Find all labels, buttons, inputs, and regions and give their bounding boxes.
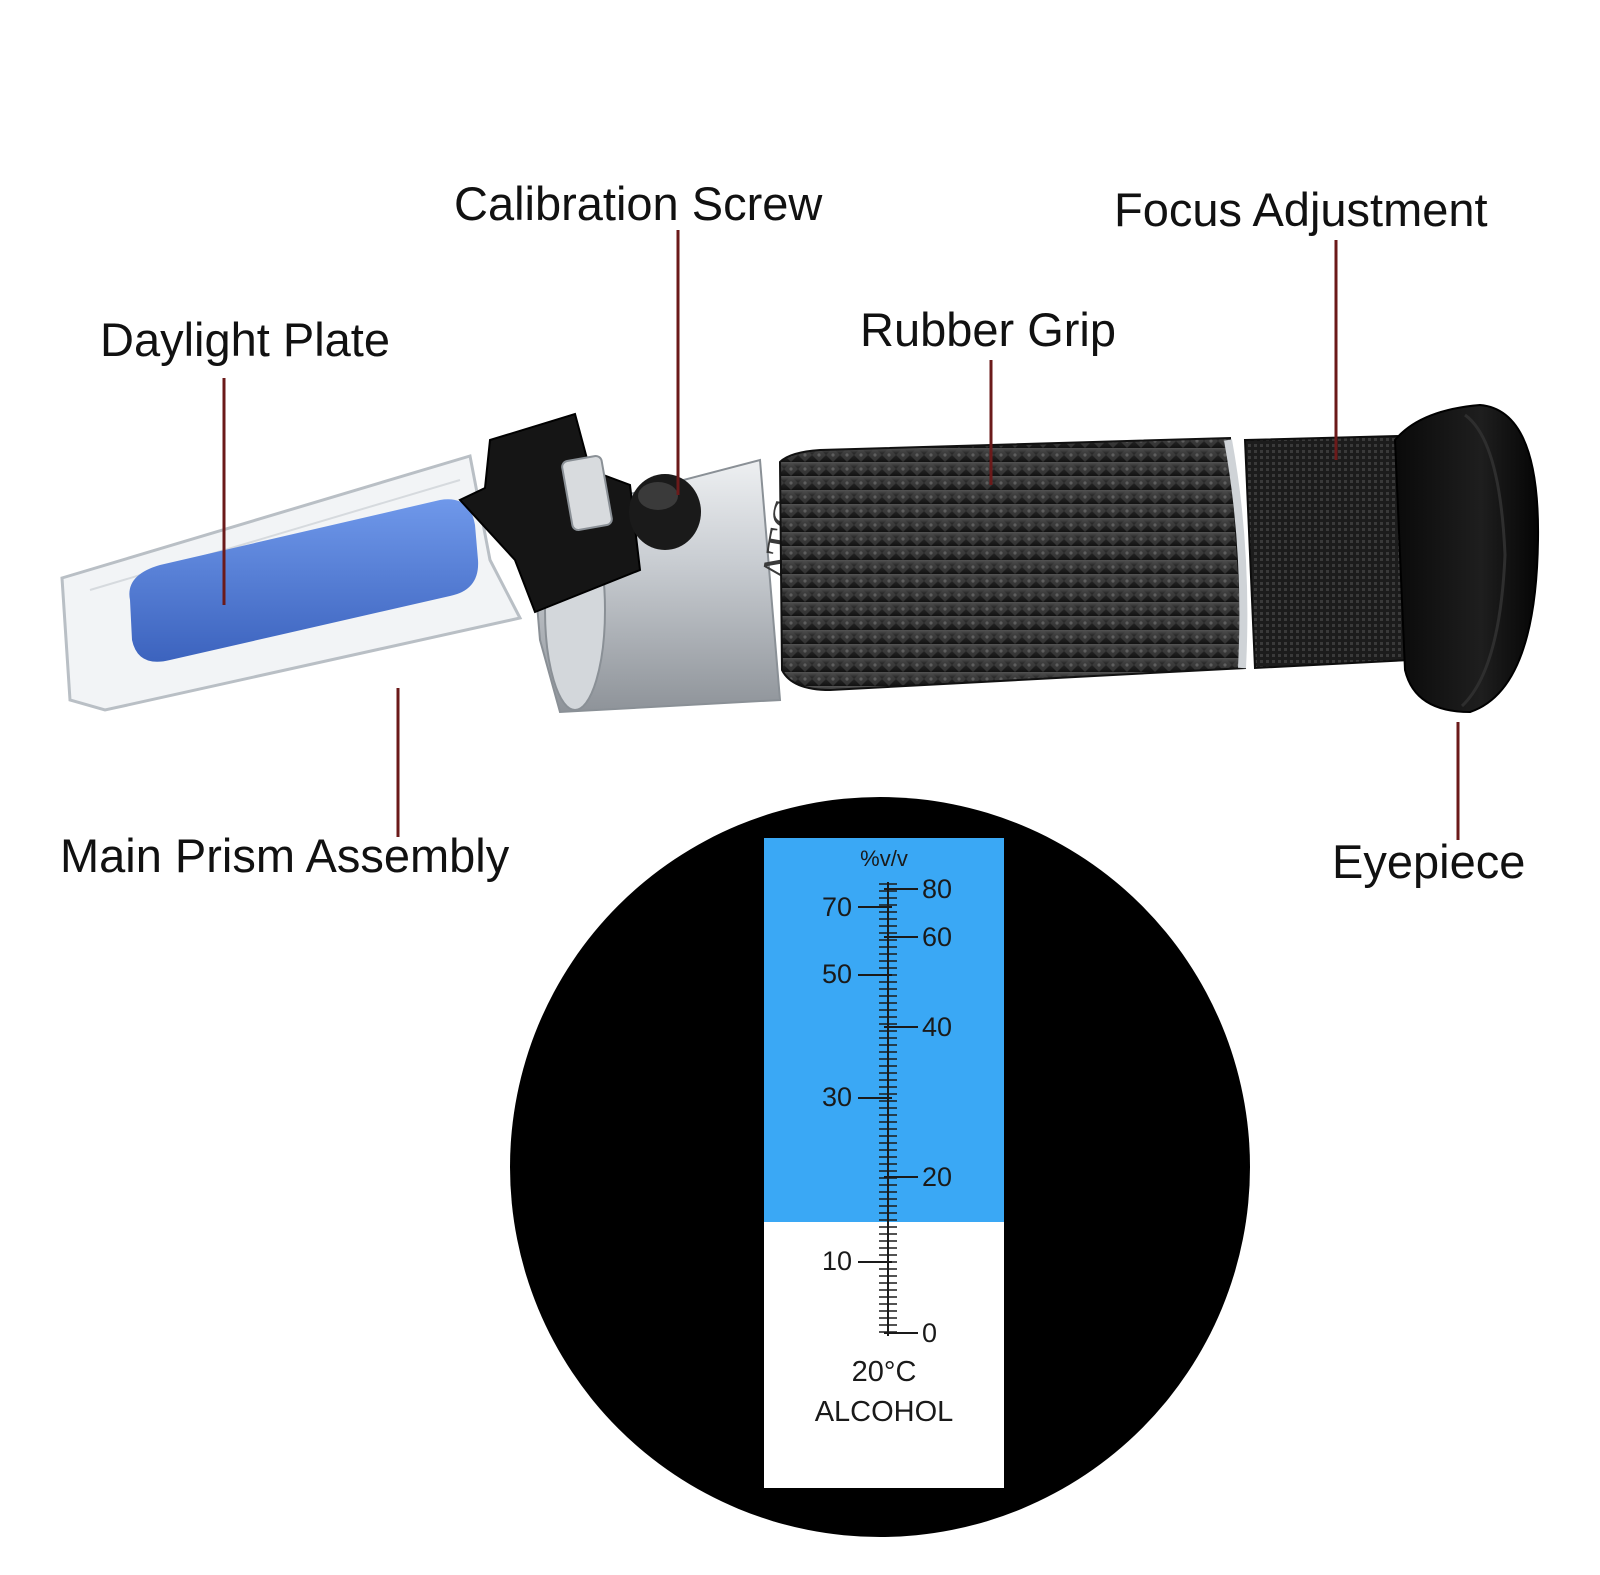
grip-ring <box>1224 439 1248 669</box>
right-tick-label-20: 20 <box>922 1162 952 1192</box>
right-tick-label-60: 60 <box>922 922 952 952</box>
left-tick-label-70: 70 <box>822 892 852 922</box>
scale-blue-zone <box>764 838 1004 1222</box>
focus-adjustment-ring <box>1243 434 1412 670</box>
label-main-prism-assembly: Main Prism Assembly <box>60 829 510 882</box>
left-tick-label-10: 10 <box>822 1246 852 1276</box>
left-tick-label-30: 30 <box>822 1082 852 1112</box>
label-calibration-screw: Calibration Screw <box>454 177 823 230</box>
right-tick-label-0: 0 <box>922 1318 937 1348</box>
label-rubber-grip: Rubber Grip <box>860 303 1116 356</box>
scale-white-zone <box>764 1222 1004 1488</box>
label-daylight-plate: Daylight Plate <box>100 313 390 366</box>
hinge-clamp <box>458 412 642 614</box>
daylight-plate <box>129 499 479 662</box>
scale-major-ticks <box>858 888 918 1334</box>
scale-view: %v/v 70 50 30 10 80 60 40 20 0 20°C ALCO… <box>510 797 1250 1537</box>
refractometer-device: ATC <box>60 403 1540 714</box>
eyepiece <box>1393 403 1540 714</box>
right-tick-label-40: 40 <box>922 1012 952 1042</box>
leader-lines <box>222 230 1460 840</box>
rubber-grip <box>778 436 1247 692</box>
scale-unit: %v/v <box>860 846 908 871</box>
left-tick-label-50: 50 <box>822 959 852 989</box>
label-eyepiece: Eyepiece <box>1332 835 1526 888</box>
label-focus-adjustment: Focus Adjustment <box>1114 183 1488 236</box>
scale-title: ALCOHOL <box>815 1396 954 1428</box>
scale-temperature: 20°C <box>852 1356 917 1388</box>
right-tick-label-80: 80 <box>922 874 952 904</box>
